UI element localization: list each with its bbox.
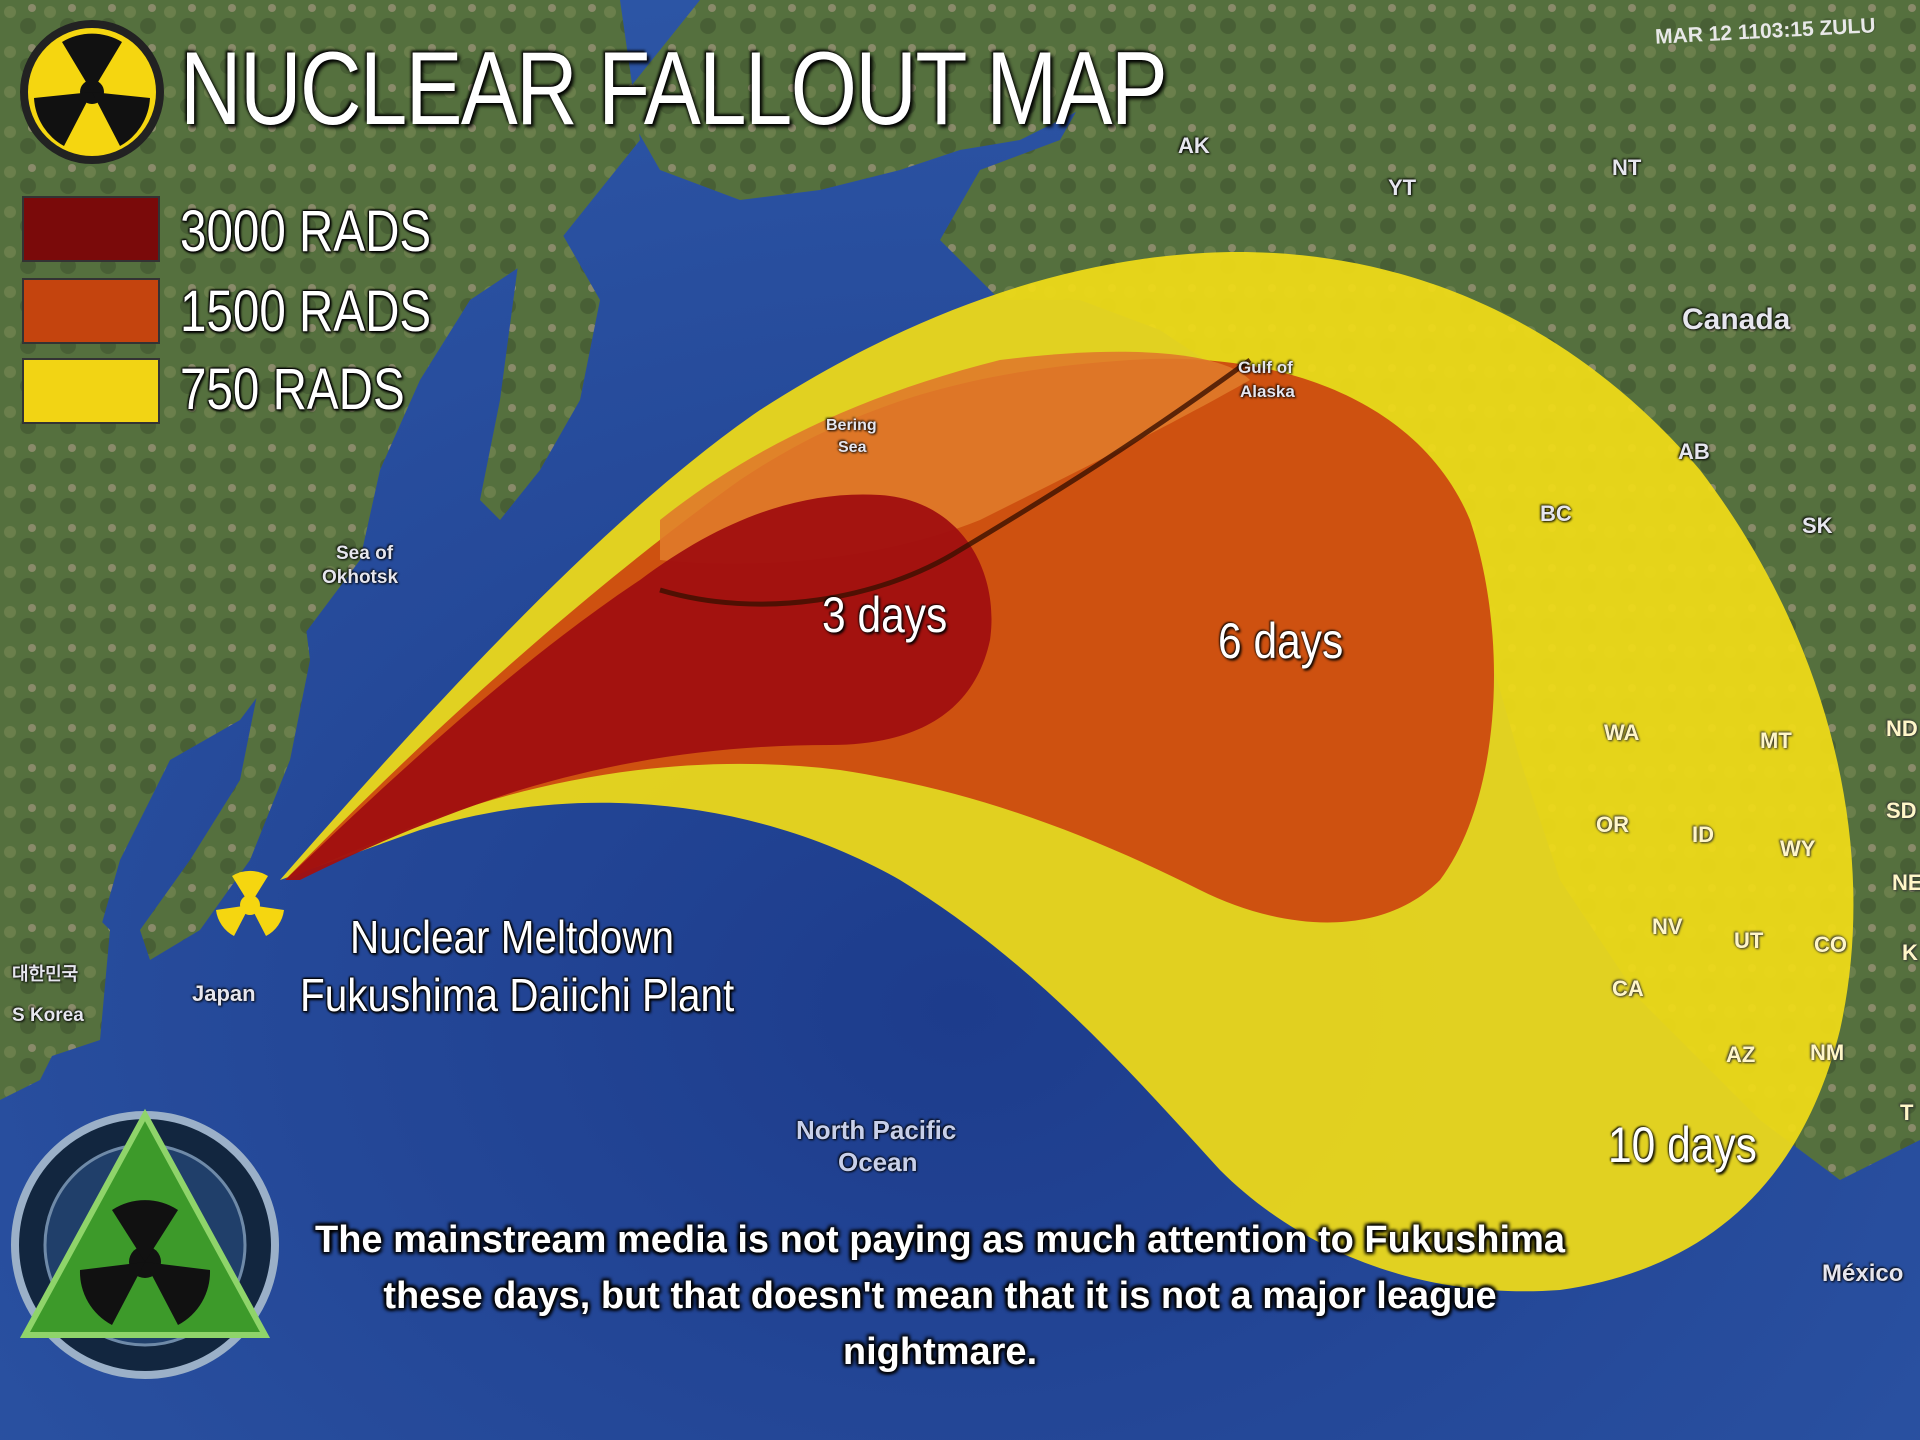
map-title: NUCLEAR FALLOUT MAP xyxy=(180,31,1168,147)
label-ne: NE xyxy=(1892,870,1920,895)
label-or: OR xyxy=(1596,812,1629,837)
label-10-days: 10 days xyxy=(1608,1117,1757,1173)
label-bc: BC xyxy=(1540,501,1572,526)
fukushima-radiation-icon xyxy=(216,870,284,936)
label-nd: ND xyxy=(1886,716,1918,741)
label-nt: NT xyxy=(1612,155,1642,180)
caption-text: The mainstream media is not paying as mu… xyxy=(314,1219,1565,1373)
label-mexico: México xyxy=(1822,1260,1904,1287)
label-sk: SK xyxy=(1802,513,1833,538)
zone-3000-rads xyxy=(285,494,992,880)
nuclear-services-seal xyxy=(11,1108,279,1379)
land-japan xyxy=(140,560,310,960)
label-mt: MT xyxy=(1760,728,1792,753)
label-sea-of-okhotsk-1: Sea of xyxy=(336,543,394,564)
label-id: ID xyxy=(1692,822,1714,847)
label-sea-of-okhotsk-2: Okhotsk xyxy=(322,567,399,588)
legend-label-750: 750 RADS xyxy=(180,357,405,422)
label-k: K xyxy=(1902,940,1918,965)
legend-label-3000: 3000 RADS xyxy=(180,199,432,264)
label-nuclear-meltdown: Nuclear Meltdown xyxy=(350,911,674,963)
label-japan: Japan xyxy=(192,981,256,1006)
land-asia xyxy=(0,0,640,1100)
label-north-pacific-ocean-1: North Pacific xyxy=(796,1115,957,1145)
label-s-korea: S Korea xyxy=(12,1005,84,1026)
label-bering-sea-1: Bering xyxy=(826,417,877,434)
legend-label-1500: 1500 RADS xyxy=(180,279,432,344)
label-nm: NM xyxy=(1810,1040,1845,1065)
label-ak: AK xyxy=(1178,133,1210,158)
label-ab: AB xyxy=(1678,439,1710,464)
land-siberia xyxy=(620,0,1140,200)
label-t: T xyxy=(1900,1100,1914,1125)
label-wy: WY xyxy=(1780,836,1816,861)
label-sd: SD xyxy=(1886,798,1917,823)
legend-swatch-750 xyxy=(22,358,160,424)
legend-swatch-3000 xyxy=(22,196,160,262)
label-wa: WA xyxy=(1604,720,1640,745)
label-gulf-of-alaska-1: Gulf of xyxy=(1238,358,1293,377)
label-ut: UT xyxy=(1734,928,1764,953)
land-korea xyxy=(0,880,110,1060)
label-az: AZ xyxy=(1726,1042,1756,1067)
label-gulf-of-alaska-2: Alaska xyxy=(1240,382,1295,401)
label-canada: Canada xyxy=(1682,303,1791,336)
radiation-icon xyxy=(20,20,164,164)
label-3-days: 3 days xyxy=(822,587,948,643)
label-nv: NV xyxy=(1652,914,1683,939)
label-co: CO xyxy=(1814,932,1847,957)
label-yt: YT xyxy=(1388,175,1417,200)
label-ca: CA xyxy=(1612,976,1644,1001)
zone-boundary-line xyxy=(659,357,1252,607)
label-bering-sea-2: Sea xyxy=(838,439,867,456)
legend-swatch-1500 xyxy=(22,278,160,344)
label-6-days: 6 days xyxy=(1218,613,1344,669)
land-kamchatka xyxy=(480,230,600,520)
label-fukushima-daiichi-plant: Fukushima Daiichi Plant xyxy=(300,969,735,1021)
label-korea-native: 대한민국 xyxy=(12,964,79,984)
label-north-pacific-ocean-2: Ocean xyxy=(838,1147,918,1177)
